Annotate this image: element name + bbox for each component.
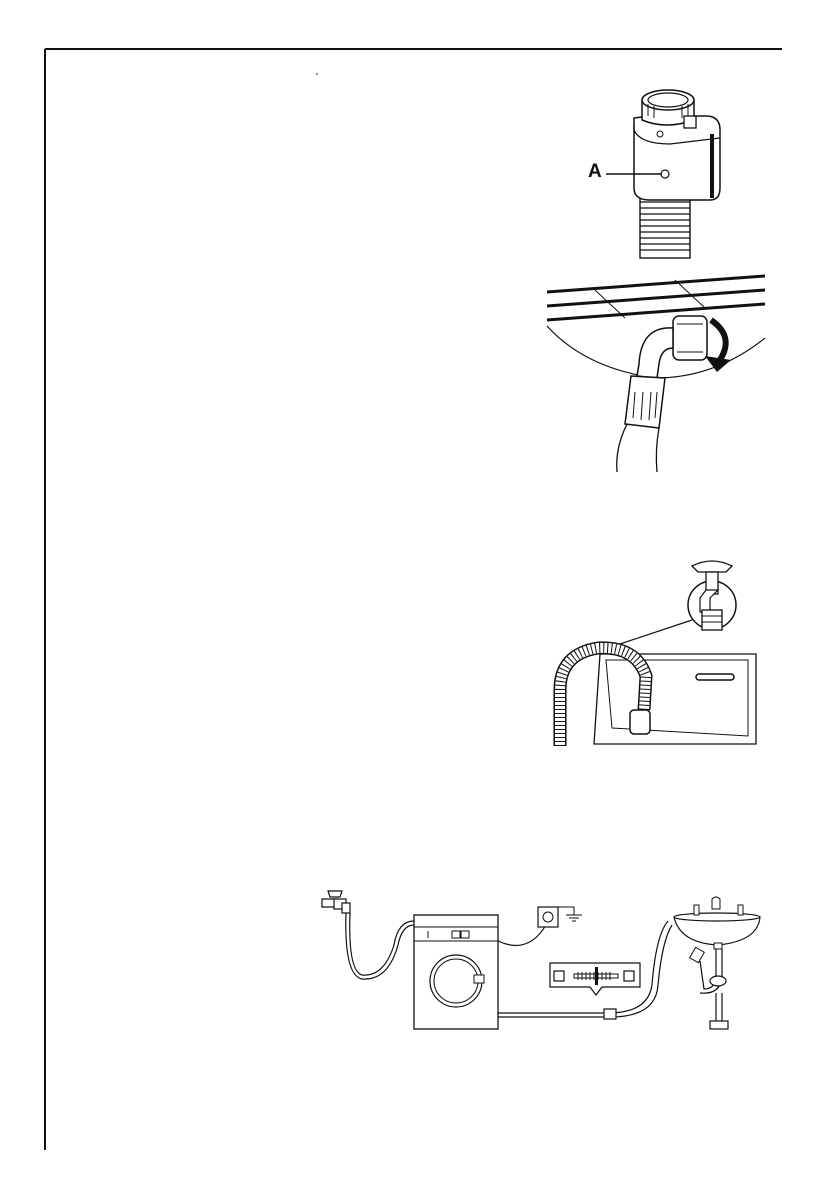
callout-a-leader-line [600,160,670,180]
installation-overview-figure [318,885,768,1035]
drain-hose-connection-figure [545,268,770,473]
callout-a-label: A [588,162,602,181]
hose-over-sink-figure [550,550,760,762]
